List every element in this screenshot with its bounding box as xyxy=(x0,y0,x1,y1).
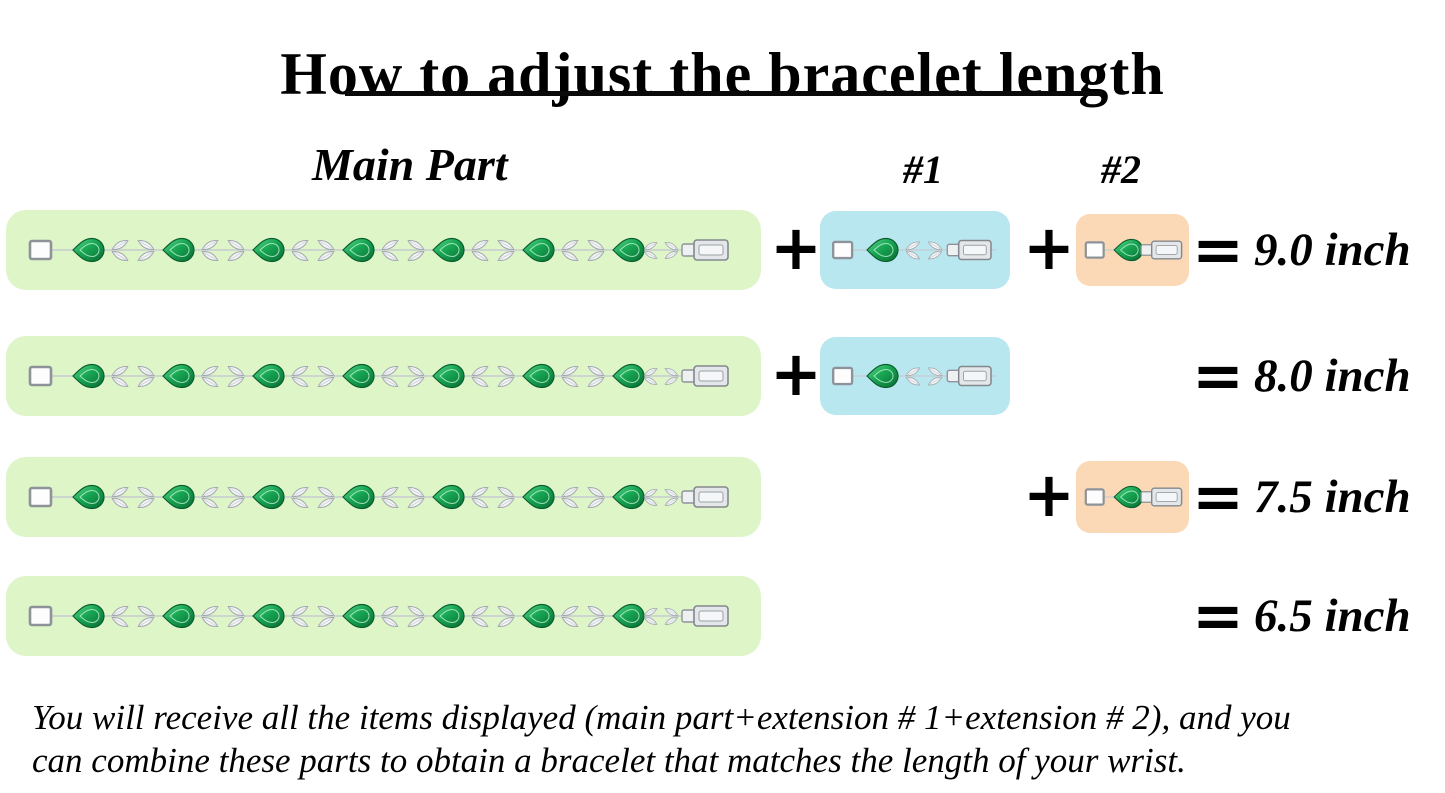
main-part-graphic xyxy=(6,210,761,290)
combination-row-3: + = 7.5 inch xyxy=(0,457,1445,537)
equals-operator: = xyxy=(1192,213,1244,286)
main-part-bracelet-illustration xyxy=(6,210,761,290)
extension-2-graphic xyxy=(1076,214,1189,286)
extension-1-bracelet-illustration xyxy=(820,337,1010,415)
result-length: = 7.5 inch xyxy=(1192,457,1411,537)
plus-operator: + xyxy=(1023,211,1075,284)
equals-operator: = xyxy=(1192,579,1244,652)
length-value: 8.0 inch xyxy=(1253,350,1411,402)
plus-operator: + xyxy=(1023,458,1075,531)
footer-line-1: You will receive all the items displayed… xyxy=(32,698,1291,737)
main-part-label: Main Part xyxy=(312,139,508,190)
combination-row-4: = 6.5 inch xyxy=(0,576,1445,656)
equals-operator: = xyxy=(1192,460,1244,533)
main-part-bracelet-illustration xyxy=(6,336,761,416)
extension-2-bracelet-illustration xyxy=(1076,214,1189,286)
plus-operator: + xyxy=(770,337,822,410)
combination-row-1: + + = 9.0 inch xyxy=(0,210,1445,290)
main-part-bracelet-illustration xyxy=(6,576,761,656)
length-value: 7.5 inch xyxy=(1253,471,1411,523)
main-part-bracelet-illustration xyxy=(6,457,761,537)
main-part-graphic xyxy=(6,336,761,416)
extension-1-label: #1 xyxy=(903,147,943,192)
extension-2-bracelet-illustration xyxy=(1076,461,1189,533)
extension-1-graphic xyxy=(820,211,1010,289)
title-underline xyxy=(345,91,1103,96)
main-part-graphic xyxy=(6,576,761,656)
extension-1-graphic xyxy=(820,337,1010,415)
extension-2-label: #2 xyxy=(1101,147,1141,192)
equals-operator: = xyxy=(1192,339,1244,412)
main-part-graphic xyxy=(6,457,761,537)
extension-2-graphic xyxy=(1076,461,1189,533)
result-length: = 8.0 inch xyxy=(1192,336,1411,416)
plus-operator: + xyxy=(770,211,822,284)
footer-note: You will receive all the items displayed… xyxy=(32,696,1291,783)
length-value: 9.0 inch xyxy=(1253,224,1411,276)
result-length: = 9.0 inch xyxy=(1192,210,1411,290)
footer-line-2: can combine these parts to obtain a brac… xyxy=(32,741,1186,781)
result-length: = 6.5 inch xyxy=(1192,576,1411,656)
page-title: How to adjust the bracelet length xyxy=(280,41,1165,108)
extension-1-bracelet-illustration xyxy=(820,211,1010,289)
length-value: 6.5 inch xyxy=(1253,590,1411,642)
combination-row-2: + = 8.0 inch xyxy=(0,336,1445,416)
